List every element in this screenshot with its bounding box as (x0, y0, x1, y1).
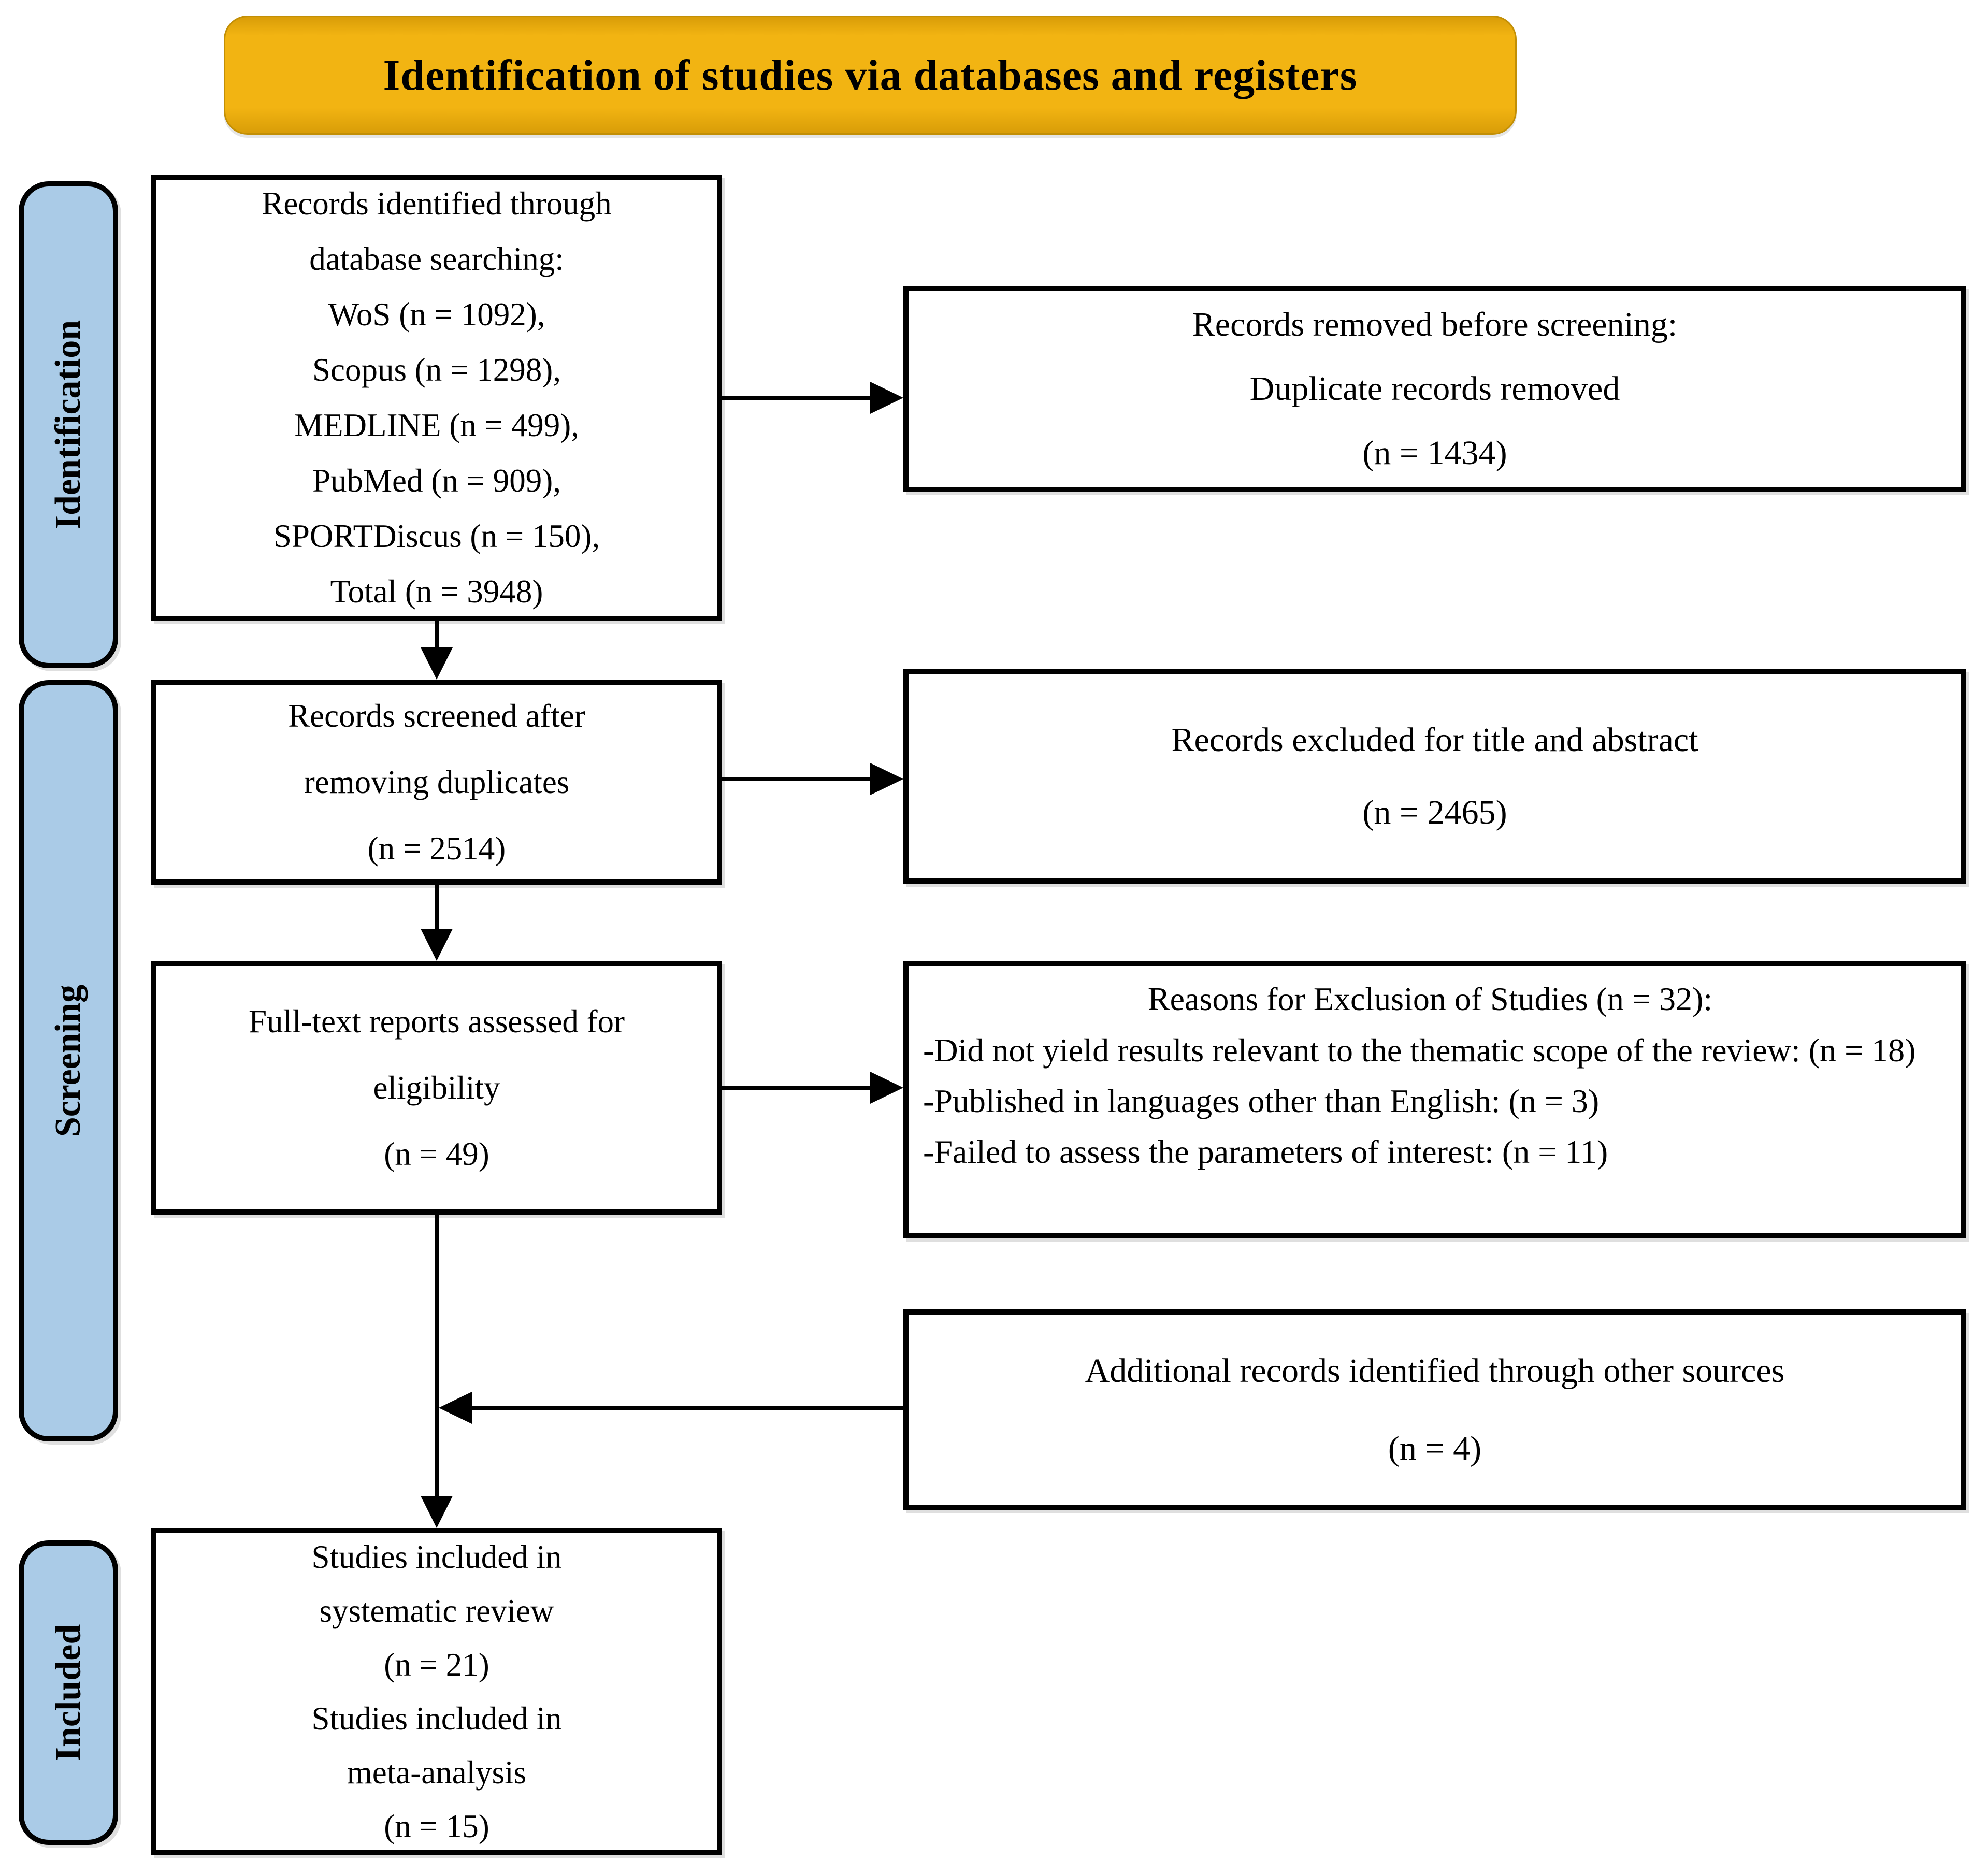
box-line: systematic review (319, 1593, 554, 1629)
exclusion-reason-item: -Did not yield results relevant to the t… (923, 1032, 1916, 1069)
box-line: (n = 21) (384, 1647, 489, 1683)
records-screened-box: Records screened after removing duplicat… (151, 680, 722, 885)
arrowhead-right-icon (870, 382, 903, 414)
arrowhead-down-icon (421, 1496, 453, 1528)
box-line: Full-text reports assessed for (248, 1003, 625, 1040)
diagram-title: Identification of studies via databases … (383, 51, 1358, 99)
arrowhead-right-icon (870, 763, 903, 795)
box-line: PubMed (n = 909), (312, 463, 561, 499)
box-line: meta-analysis (347, 1754, 527, 1791)
stage-label-identification: Identification (19, 181, 118, 668)
box-line: (n = 15) (384, 1808, 489, 1844)
box-line: (n = 1434) (1362, 434, 1507, 472)
connector-identified-to-screened (435, 621, 439, 651)
box-line: database searching: (309, 241, 564, 277)
box-line: Records excluded for title and abstract (1171, 721, 1698, 759)
connector-fulltext-to-reasons (721, 1086, 872, 1090)
box-line: removing duplicates (304, 764, 570, 800)
box-line: (n = 4) (1388, 1430, 1482, 1467)
box-line: SPORTDiscus (n = 150), (273, 518, 600, 554)
box-line: Records screened after (288, 698, 585, 734)
box-line: Studies included in (311, 1539, 562, 1575)
box-line: MEDLINE (n = 499), (294, 407, 579, 443)
exclusion-reason-item: -Published in languages other than Engli… (923, 1083, 1600, 1119)
exclusion-reasons-heading: Reasons for Exclusion of Studies (n = 32… (1147, 981, 1713, 1017)
box-line: (n = 49) (384, 1136, 489, 1172)
box-line: (n = 2514) (367, 830, 506, 867)
exclusion-reason-item: -Failed to assess the parameters of inte… (923, 1133, 1608, 1170)
box-line: WoS (n = 1092), (328, 296, 545, 333)
title-banner: Identification of studies via databases … (224, 16, 1517, 135)
box-line: Records identified through (262, 185, 612, 222)
stage-label-included: Included (19, 1540, 118, 1845)
box-line: eligibility (373, 1070, 500, 1106)
arrowhead-down-icon (421, 647, 453, 680)
arrowhead-left-icon (439, 1392, 472, 1424)
connector-additional-to-flow (471, 1406, 903, 1410)
records-identified-box: Records identified through database sear… (151, 175, 722, 621)
records-excluded-box: Records excluded for title and abstract … (903, 669, 1966, 884)
records-removed-box: Records removed before screening: Duplic… (903, 286, 1966, 492)
arrowhead-right-icon (870, 1072, 903, 1104)
stage-label-screening-text: Screening (48, 984, 89, 1137)
connector-identified-to-removed (721, 396, 872, 400)
connector-screened-to-excluded (721, 777, 872, 781)
stage-label-screening: Screening (19, 680, 118, 1441)
stage-label-included-text: Included (48, 1624, 88, 1762)
connector-fulltext-to-included (435, 1215, 439, 1497)
fulltext-assessed-box: Full-text reports assessed for eligibili… (151, 961, 722, 1215)
studies-included-box: Studies included in systematic review (n… (151, 1528, 722, 1855)
box-line: (n = 2465) (1362, 794, 1507, 831)
stage-label-identification-text: Identification (48, 320, 89, 530)
additional-records-box: Additional records identified through ot… (903, 1309, 1966, 1510)
connector-screened-to-fulltext (435, 884, 439, 931)
exclusion-reasons-box: Reasons for Exclusion of Studies (n = 32… (903, 961, 1966, 1238)
box-line: Total (n = 3948) (330, 573, 543, 610)
box-line: Records removed before screening: (1192, 306, 1678, 343)
box-line: Duplicate records removed (1249, 370, 1620, 408)
box-line: Additional records identified through ot… (1085, 1352, 1785, 1390)
box-line: Scopus (n = 1298), (312, 352, 561, 388)
box-line: Studies included in (311, 1700, 562, 1737)
arrowhead-down-icon (421, 929, 453, 961)
